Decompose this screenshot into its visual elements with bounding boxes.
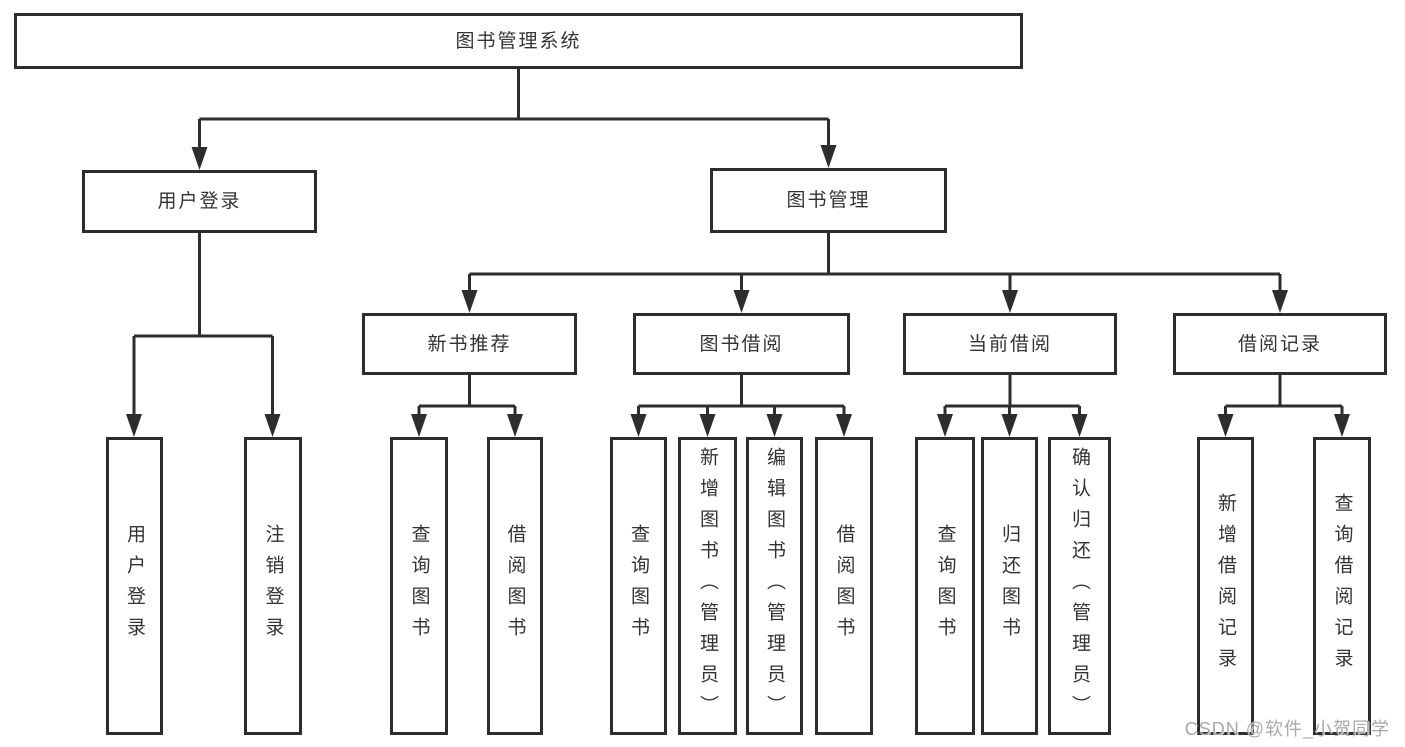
leaf-return-books: 归还图书 bbox=[981, 437, 1038, 735]
arrowhead bbox=[461, 290, 478, 313]
arrowhead bbox=[1002, 290, 1018, 313]
arrowhead bbox=[191, 147, 208, 170]
node-borrowing-records: 借阅记录 bbox=[1173, 313, 1387, 375]
connector-root bbox=[198, 69, 830, 148]
arrowhead bbox=[411, 414, 427, 437]
connector-borrowing-records bbox=[1224, 375, 1344, 415]
node-current-borrowing: 当前借阅 bbox=[903, 313, 1117, 375]
arrowhead bbox=[1217, 414, 1234, 437]
arrowhead bbox=[836, 414, 852, 437]
leaf-recommend-query-books: 查询图书 bbox=[390, 437, 448, 735]
node-new-book-recommend: 新书推荐 bbox=[362, 313, 577, 375]
leaf-add-borrow-record: 新增借阅记录 bbox=[1197, 437, 1254, 735]
leaf-logout: 注销登录 bbox=[244, 437, 302, 735]
arrowhead bbox=[1334, 414, 1350, 437]
leaf-borrow-books: 借阅图书 bbox=[815, 437, 873, 735]
arrowhead bbox=[733, 290, 750, 313]
arrowhead bbox=[630, 414, 647, 437]
arrowhead bbox=[1071, 414, 1088, 437]
leaf-user-login: 用户登录 bbox=[106, 437, 163, 735]
arrowhead bbox=[766, 414, 783, 437]
node-book-borrowing: 图书借阅 bbox=[633, 313, 850, 375]
arrowhead bbox=[937, 414, 953, 437]
node-root-system: 图书管理系统 bbox=[14, 13, 1023, 69]
leaf-confirm-return-admin: 确认归还（管理员） bbox=[1048, 437, 1111, 735]
leaf-query-borrow-record: 查询借阅记录 bbox=[1313, 437, 1371, 735]
connector-book-borrowing bbox=[637, 375, 846, 415]
arrowhead bbox=[699, 414, 716, 437]
leaf-add-books-admin: 新增图书（管理员） bbox=[678, 437, 737, 735]
leaf-current-query-books: 查询图书 bbox=[915, 437, 975, 735]
arrowhead bbox=[264, 414, 281, 437]
leaf-borrowing-query-books: 查询图书 bbox=[610, 437, 667, 735]
leaf-edit-books-admin: 编辑图书（管理员） bbox=[746, 437, 803, 735]
connector-user-login bbox=[132, 233, 274, 415]
arrowhead bbox=[507, 414, 523, 437]
leaf-recommend-borrow-books: 借阅图书 bbox=[487, 437, 543, 735]
arrowhead bbox=[1272, 290, 1288, 313]
csdn-watermark: CSDN @软件_小贺同学 bbox=[1184, 719, 1390, 739]
arrowhead bbox=[1001, 414, 1018, 437]
node-user-login: 用户登录 bbox=[82, 170, 317, 233]
node-book-management: 图书管理 bbox=[710, 168, 947, 233]
arrowhead bbox=[126, 414, 142, 437]
connector-current-borrowing bbox=[943, 375, 1081, 415]
connector-new-book-recommend bbox=[417, 375, 517, 415]
arrowhead bbox=[820, 145, 837, 168]
connector-book-management bbox=[468, 233, 1282, 291]
